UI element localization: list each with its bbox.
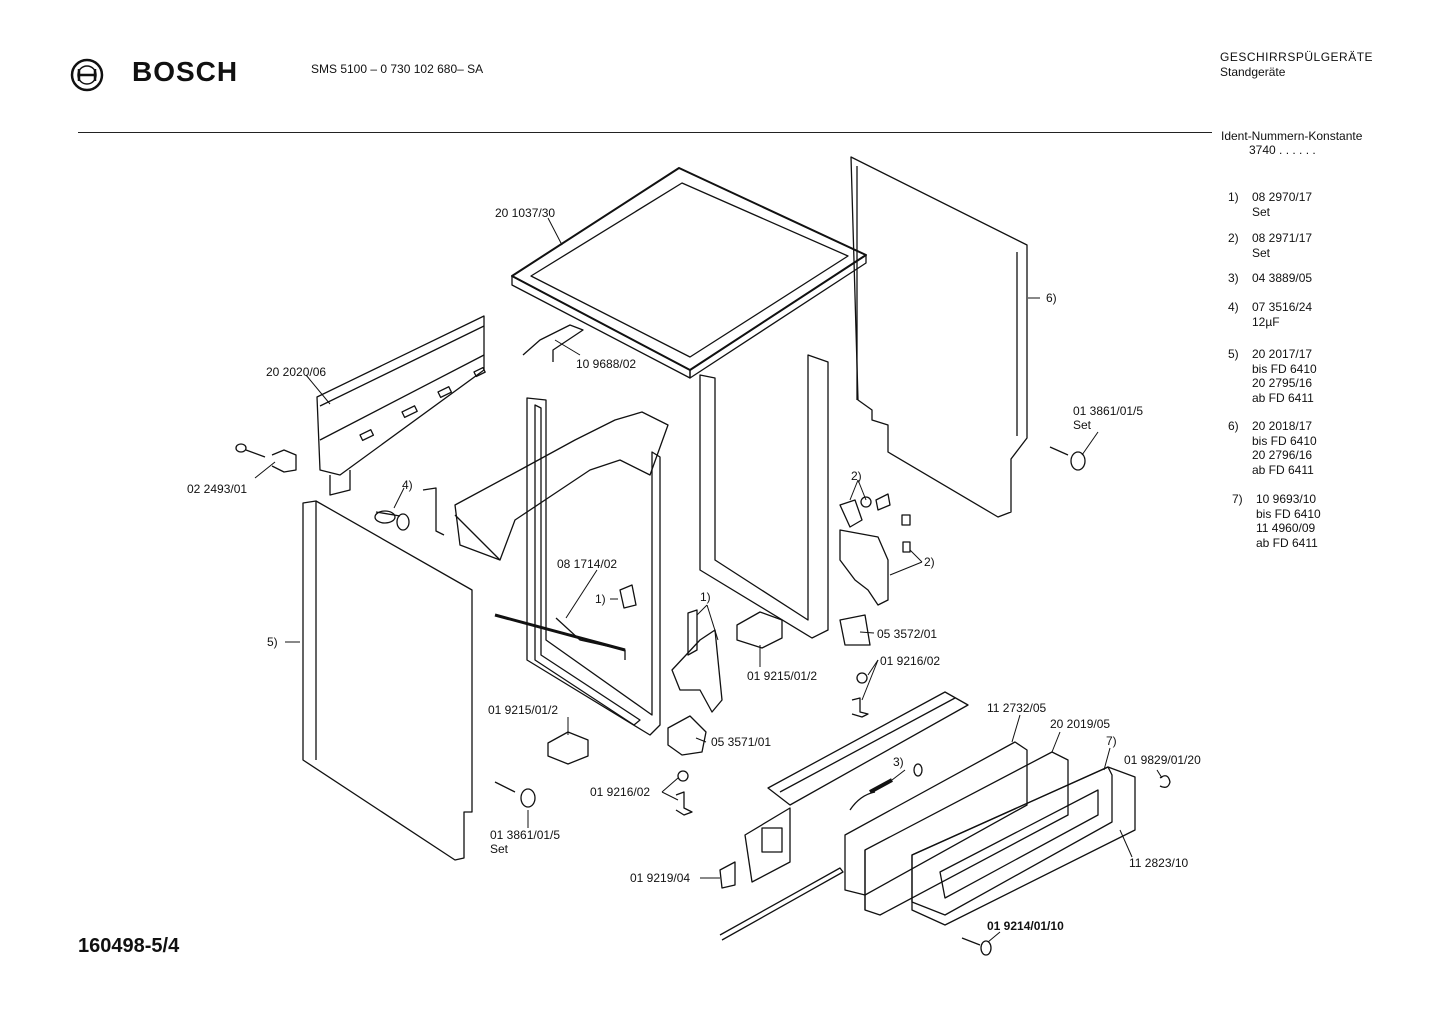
label-bracket-top: 10 9688/02 [576,357,637,371]
label-019214: 01 9214/01/10 [987,919,1064,933]
label-ref2b: 2) [924,555,935,569]
label-019219: 01 9219/04 [630,871,691,885]
bracket-053571-part [667,715,707,756]
front-trim-part [911,766,1136,926]
right-hinge-parts [839,493,911,606]
label-202019: 20 2019/05 [1050,717,1111,731]
ident-value: 3740 . . . . . . [1249,143,1316,157]
label-053571: 05 3571/01 [711,735,772,749]
label-hinge-left: 02 2493/01 [187,482,248,496]
category-title: GESCHIRRSPÜLGERÄTE [1220,50,1374,64]
label-019829: 01 9829/01/20 [1124,753,1201,767]
label-112732: 11 2732/05 [987,701,1047,715]
right-door-frame-part [699,354,829,639]
document-id: 160498-5/4 [78,935,180,957]
label-capacitor: 4) [402,478,413,492]
switch-block-center-part [736,611,783,649]
left-side-panel-part [302,500,473,861]
subcategory-title: Standgeräte [1220,65,1286,79]
brand-name: BOSCH [132,56,239,87]
central-arm-part [454,411,669,561]
header-rule [78,132,1212,133]
label-screw-right: 01 3861/01/5 [1073,404,1144,418]
label-053572: 05 3572/01 [877,627,938,641]
label-top-frame: 20 1037/30 [495,206,556,220]
back-panel-part [316,315,486,496]
rod-part [494,613,626,652]
bosch-logo-icon [70,58,104,92]
leader-lines [254,217,1163,943]
label-rod: 08 1714/02 [557,557,618,571]
label-screw-left-set: Set [490,842,509,856]
capacitor-part [374,510,410,531]
label-screw-right-set: Set [1073,418,1092,432]
top-frame-part [511,167,867,379]
model-number: SMS 5100 – 0 730 102 680– SA [311,62,484,76]
label-019216-right: 01 9216/02 [880,654,941,668]
label-ref1a: 1) [595,592,606,606]
switch-block-left-part [547,731,589,765]
screw-019214-part [961,937,992,956]
kickplate-part [844,741,1069,916]
hinge-bracket-part [235,443,297,473]
bracket-053572-part [839,614,871,646]
screw-left-part [494,781,536,808]
label-ref1b: 1) [700,590,711,604]
bottom-rail-part [767,691,969,806]
label-ref3: 3) [893,755,904,769]
label-ref7: 7) [1106,734,1117,748]
sensor-part [849,763,923,811]
label-019215-center: 01 9215/01/2 [747,669,818,683]
label-ref2a: 2) [851,469,862,483]
label-side-right: 6) [1046,291,1057,305]
label-019216-left: 01 9216/02 [590,785,651,799]
screw-right-part [1049,446,1086,471]
ident-label: Ident-Nummern-Konstante [1221,129,1363,143]
label-panel-left: 5) [267,635,278,649]
right-side-panel-part [850,156,1028,518]
center-hinge-parts [619,584,723,713]
mount-019219-part [719,807,791,889]
label-back-panel: 20 2020/06 [266,365,327,379]
label-019215-left: 01 9215/01/2 [488,703,559,717]
bottom-strip-part [719,867,844,941]
label-screw-left: 01 3861/01/5 [490,828,561,842]
label-112823: 11 2823/10 [1129,856,1189,870]
top-bracket-part [522,324,584,362]
left-door-frame-part [526,397,661,736]
